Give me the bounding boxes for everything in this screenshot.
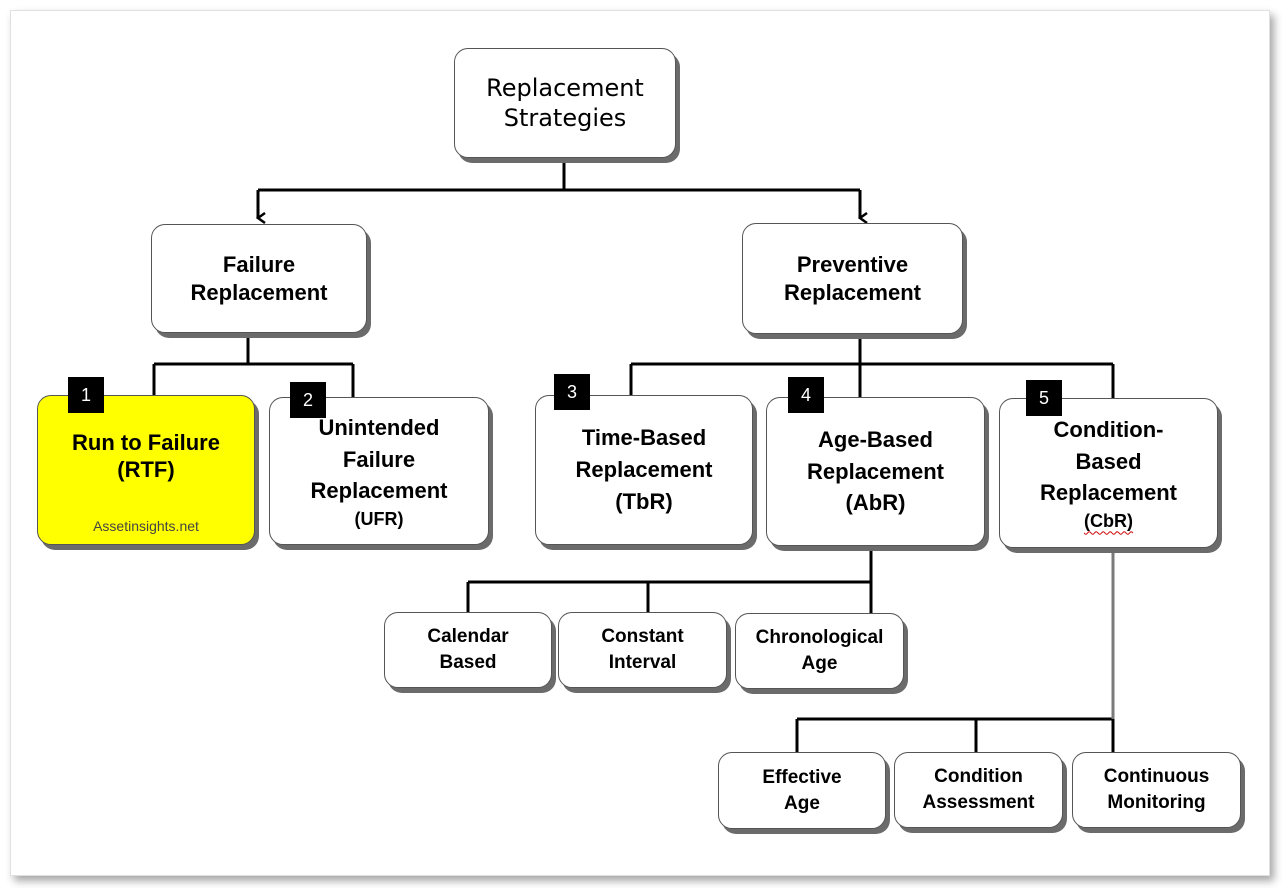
- node-label: Preventive Replacement: [784, 252, 921, 305]
- chronological-age-node: Chronological Age: [735, 613, 904, 689]
- run-to-failure-node: Run to Failure (RTF) Assetinsights.net: [37, 395, 255, 545]
- condition-assessment-node: Condition Assessment: [894, 752, 1063, 828]
- node-label: Time-Based Replacement (TbR): [575, 425, 713, 514]
- number-badge: 2: [290, 382, 326, 418]
- number-badge: 1: [68, 377, 104, 413]
- number-badge: 5: [1026, 380, 1062, 416]
- calendar-based-node: Calendar Based: [384, 612, 552, 688]
- node-label: Condition- Based Replacement: [1040, 416, 1177, 506]
- node-label: Unintended Failure Replacement: [310, 414, 448, 504]
- number-badge: 3: [554, 374, 590, 410]
- node-label: Effective Age: [762, 766, 842, 814]
- replacement-strategies-node: Replacement Strategies: [454, 48, 676, 158]
- node-abbreviation: (UFR): [354, 509, 404, 530]
- watermark-text: Assetinsights.net: [93, 518, 199, 534]
- node-label: Continuous Monitoring: [1103, 766, 1210, 813]
- effective-age-node: Effective Age: [718, 752, 886, 829]
- time-based-replacement-node: Time-Based Replacement (TbR): [535, 395, 753, 545]
- continuous-monitoring-node: Continuous Monitoring: [1072, 752, 1241, 828]
- node-label: Replacement Strategies: [486, 74, 644, 132]
- node-label: Failure Replacement: [190, 252, 328, 305]
- node-abbreviation: (CbR): [1084, 511, 1133, 532]
- unintended-failure-replacement-node: Unintended Failure Replacement (UFR): [269, 397, 489, 545]
- failure-replacement-node: Failure Replacement: [151, 224, 367, 333]
- node-label: Constant Interval: [601, 626, 684, 673]
- number-badge: 4: [788, 377, 824, 413]
- age-based-replacement-node: Age-Based Replacement (AbR): [766, 397, 985, 546]
- condition-based-replacement-node: Condition- Based Replacement (CbR): [999, 398, 1218, 548]
- node-label: Chronological Age: [755, 627, 884, 674]
- node-label: Age-Based Replacement (AbR): [807, 426, 944, 516]
- constant-interval-node: Constant Interval: [558, 612, 727, 688]
- node-label: Calendar Based: [427, 626, 509, 673]
- node-label: Run to Failure (RTF): [72, 429, 220, 483]
- preventive-replacement-node: Preventive Replacement: [742, 223, 963, 334]
- node-label: Condition Assessment: [922, 766, 1035, 813]
